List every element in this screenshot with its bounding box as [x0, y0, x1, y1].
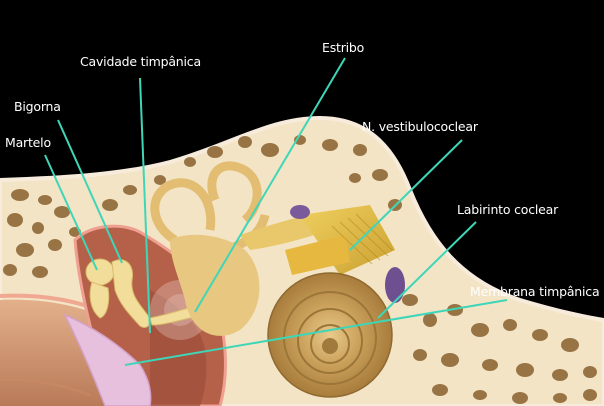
leader-line-labirinto: [377, 221, 477, 319]
tympanic-membrane: [63, 313, 152, 406]
leader-lines: [44, 57, 508, 366]
label-martelo: Martelo: [5, 135, 51, 150]
cochlea: [267, 272, 393, 398]
leader-line-nervo: [349, 139, 463, 251]
leader-line-estribo: [194, 57, 346, 313]
label-n-vestibulococlear: N. vestibulococlear: [362, 119, 478, 134]
leader-line-cavidade: [139, 77, 151, 334]
label-estribo: Estribo: [322, 40, 365, 55]
leader-line-bigorna: [57, 119, 123, 264]
leader-line-membrana: [124, 299, 508, 366]
leader-line-martelo: [44, 154, 98, 271]
vestibule: [170, 234, 260, 336]
vestibulocochlear-nerve: [240, 205, 405, 303]
label-membrana-timpanica: Membrana timpânica: [470, 284, 600, 299]
label-labirinto-coclear: Labirinto coclear: [457, 202, 559, 217]
label-cavidade-timpanica: Cavidade timpânica: [80, 54, 201, 69]
label-bigorna: Bigorna: [14, 99, 61, 114]
